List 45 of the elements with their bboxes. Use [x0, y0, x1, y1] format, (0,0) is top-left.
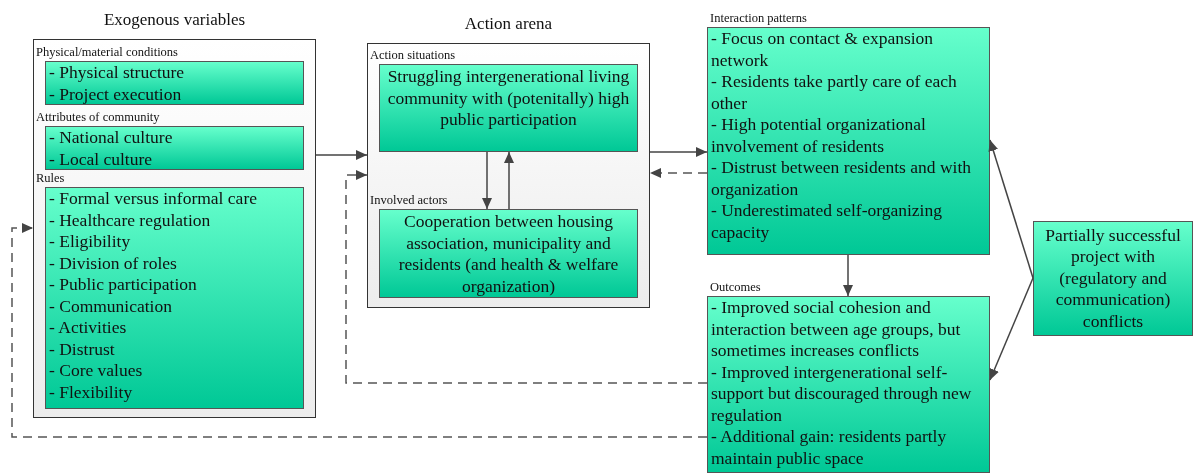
list-item: - Underestimated self-organizing capacity — [710, 200, 943, 243]
arrow — [345, 170, 708, 384]
section-heading: Outcomes — [710, 280, 761, 295]
arrow — [988, 139, 1034, 279]
panel-title: Exogenous variables — [102, 10, 247, 30]
list-item: - Local culture — [48, 148, 153, 170]
list-item: - High potential organizational involvement of residents — [710, 114, 927, 157]
arrow — [649, 147, 708, 157]
section-heading: Physical/material conditions — [36, 45, 178, 60]
section-heading: Rules — [36, 171, 65, 186]
list-item: - Activities — [48, 317, 128, 339]
list-item: - Formal versus informal care — [48, 188, 258, 210]
list-item: - Additional gain: residents partly maintain public space — [710, 426, 948, 469]
section-heading: Attributes of community — [36, 110, 160, 125]
box-text: Cooperation between housing association, municipality and residents (and health & welfare organization) — [397, 210, 620, 297]
section-heading: Action situations — [370, 48, 456, 63]
list-item: - Distrust — [48, 338, 116, 360]
content-box — [1033, 221, 1193, 336]
section-heading: Interaction patterns — [710, 11, 807, 26]
box-text: Struggling intergenerational living community with (potenitally) high public participation — [386, 65, 631, 131]
list-item: - Focus on contact & expansion network — [710, 28, 935, 71]
list-item: - Public participation — [48, 274, 198, 296]
section-heading: Involved actors — [370, 193, 448, 208]
list-item: - Healthcare regulation — [48, 209, 212, 231]
arrow — [989, 277, 1034, 381]
list-item: - Distrust between residents and with organization — [710, 157, 972, 200]
list-item: - National culture — [48, 127, 174, 149]
list-item: - Flexibility — [48, 381, 134, 403]
arrow — [649, 168, 708, 178]
arrow — [482, 151, 492, 210]
arrow — [11, 223, 708, 438]
list-item: - Core values — [48, 360, 144, 382]
list-item: - Communication — [48, 295, 173, 317]
arrow — [315, 150, 368, 160]
list-item: - Eligibility — [48, 231, 132, 253]
list-item: - Project execution — [48, 83, 183, 105]
arrow — [504, 151, 514, 210]
list-item: - Residents take partly care of each other — [710, 71, 958, 114]
list-item: - Improved intergenerational self-support but discouraged through new regulation — [710, 361, 973, 426]
list-item: - Division of roles — [48, 252, 178, 274]
panel-title: Action arena — [463, 14, 554, 34]
arrow — [843, 254, 853, 297]
list-item: - Physical structure — [48, 62, 186, 84]
list-item: - Improved social cohesion and interaction between age groups, but sometimes increases conflicts — [710, 297, 962, 362]
box-text: Partially successful project with (regulatory and communication) conflicts — [1044, 224, 1182, 333]
